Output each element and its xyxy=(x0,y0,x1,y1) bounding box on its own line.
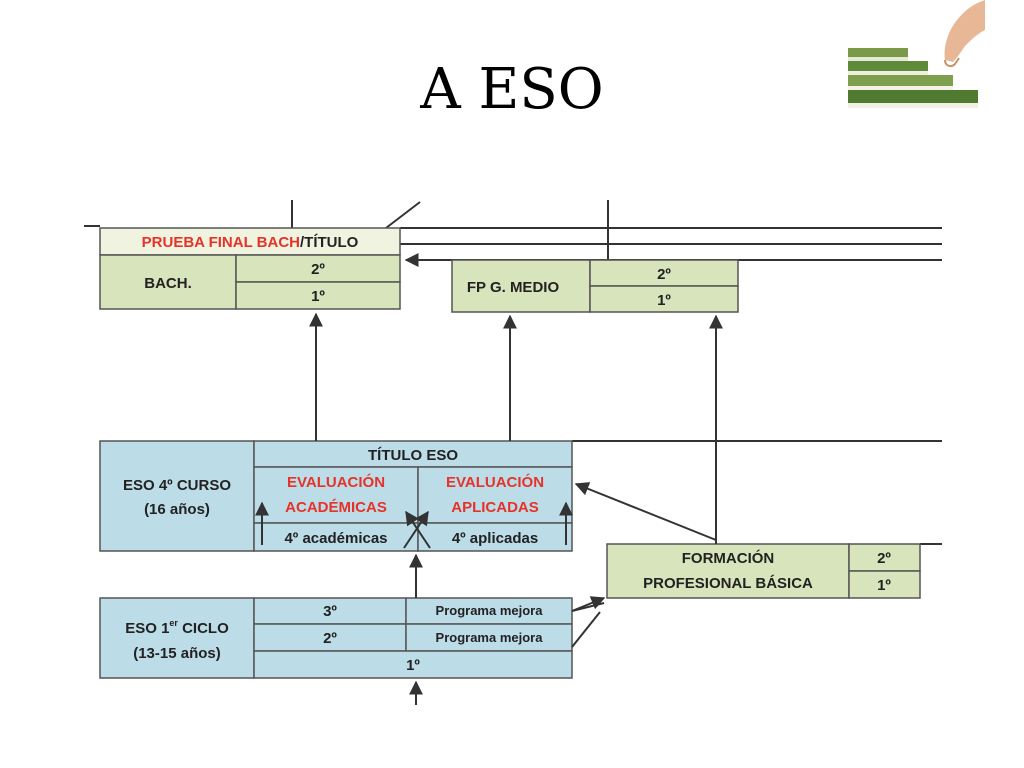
bach-header-black: /TÍTULO xyxy=(300,234,359,251)
eval-aplicadas-line2: APLICADAS xyxy=(451,499,539,516)
fp-medio-block: FP G. MEDIO 2º 1º xyxy=(451,259,739,313)
eso1-prog2: Programa mejora xyxy=(436,630,544,645)
eso1-label-line2: (13-15 años) xyxy=(133,645,221,662)
flow-arrows xyxy=(255,312,723,705)
fp-basica-line2: PROFESIONAL BÁSICA xyxy=(643,575,813,592)
fp-medio-label: FP G. MEDIO xyxy=(467,279,560,296)
fp-basica-block: FORMACIÓN PROFESIONAL BÁSICA 2º 1º xyxy=(606,543,921,599)
eso1-label-sup: er xyxy=(169,618,178,628)
eval-aplicadas-line1: EVALUACIÓN xyxy=(446,473,544,491)
eval-academicas-line2: ACADÉMICAS xyxy=(285,499,387,516)
track-aplicadas: 4º aplicadas xyxy=(452,530,538,547)
fp-medio-year2: 2º xyxy=(657,266,671,283)
eso1-year3: 3º xyxy=(323,603,337,620)
eso1-label-start: ESO 1 xyxy=(125,620,169,637)
eso1-prog3: Programa mejora xyxy=(436,603,544,618)
eso1-label-line1: ESO 1er CICLO xyxy=(125,618,229,637)
fp-medio-year1: 1º xyxy=(657,292,671,309)
eso4-label-line2: (16 años) xyxy=(144,501,210,518)
bach-label: BACH. xyxy=(144,275,192,292)
bach-block: PRUEBA FINAL BACH/TÍTULO BACH. 2º 1º xyxy=(99,227,401,310)
eso1-block: ESO 1er CICLO (13-15 años) 3º Programa m… xyxy=(99,597,573,679)
eso1-year2: 2º xyxy=(323,630,337,647)
fp-basica-year2: 2º xyxy=(877,550,891,567)
eval-academicas-line1: EVALUACIÓN xyxy=(287,473,385,491)
eso1-label-end: CICLO xyxy=(178,620,229,637)
fp-basica-year1: 1º xyxy=(877,577,891,594)
fp-basica-line1: FORMACIÓN xyxy=(682,549,775,567)
eso4-label-line1: ESO 4º CURSO xyxy=(123,477,231,494)
eso1-year1: 1º xyxy=(406,657,420,674)
track-academicas: 4º académicas xyxy=(284,530,387,547)
stairs-hand-icon xyxy=(848,0,985,108)
bach-header-red: PRUEBA FINAL BACH xyxy=(142,234,300,251)
eso4-block: ESO 4º CURSO (16 años) TÍTULO ESO EVALUA… xyxy=(99,440,573,552)
bach-year1: 1º xyxy=(311,288,325,305)
titulo-eso: TÍTULO ESO xyxy=(368,447,458,464)
bach-year2: 2º xyxy=(311,261,325,278)
bach-header: PRUEBA FINAL BACH/TÍTULO xyxy=(142,234,359,251)
slide-title: A ESO xyxy=(420,57,604,122)
